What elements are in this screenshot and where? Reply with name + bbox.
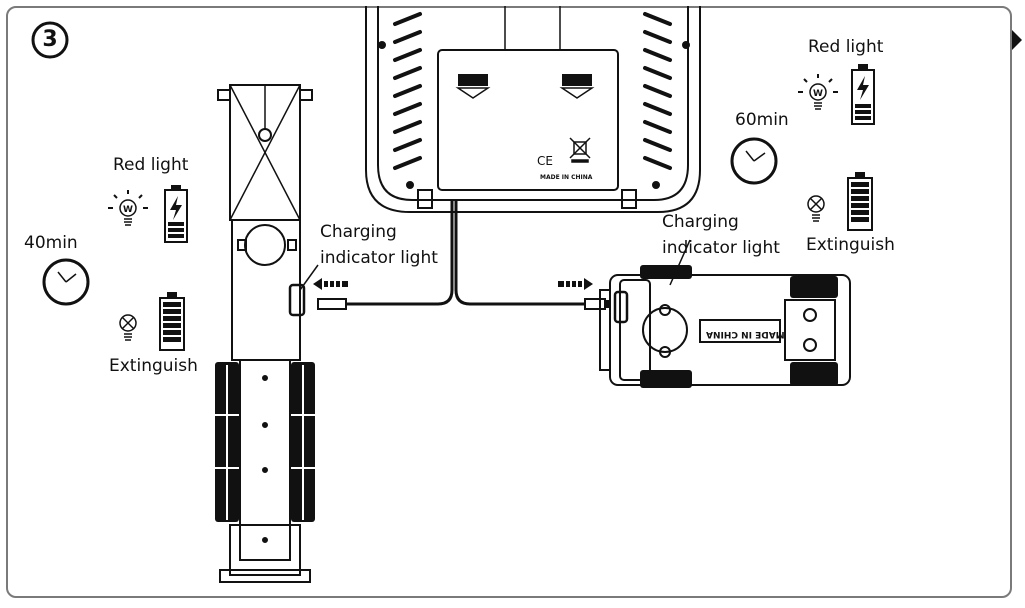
step-badge xyxy=(31,21,69,59)
right-indicator-callout-line1: Charging xyxy=(662,212,739,232)
step-number: 3 xyxy=(42,27,58,52)
arrow-right-icon xyxy=(558,278,593,290)
arrow-left-icon xyxy=(313,278,348,290)
callout-leaders xyxy=(299,239,691,291)
left-indicator-callout-line2: indicator light xyxy=(320,248,438,268)
vehicle-vertical xyxy=(217,84,313,583)
vehicle-vertical-tracks xyxy=(215,362,315,522)
battery-full-icon xyxy=(159,292,185,351)
light-bulb-on-icon xyxy=(798,74,838,110)
charging-cable xyxy=(317,200,610,310)
light-bulb-on-icon xyxy=(108,190,148,226)
left-charging-light-label: Red light xyxy=(113,155,189,175)
vehicle-vertical-track-gaps xyxy=(215,365,315,520)
right-done-light-label: Extinguish xyxy=(806,235,895,255)
clock-icon xyxy=(730,137,778,185)
battery-full-icon xyxy=(847,172,873,231)
left-time-label: 40min xyxy=(24,233,78,253)
clock-icon xyxy=(42,258,90,306)
vehicle-underside-text: MADE IN CHINA xyxy=(706,329,785,339)
left-done-light-label: Extinguish xyxy=(109,356,198,376)
right-time-label: 60min xyxy=(735,110,789,130)
right-charging-light-label: Red light xyxy=(808,37,884,57)
battery-charging-icon xyxy=(851,64,875,125)
page-corner-arrow-icon xyxy=(1012,30,1022,50)
controller-made-in-label: MADE IN CHINA xyxy=(540,174,593,181)
vehicle-horizontal-tracks xyxy=(640,265,838,388)
left-bulb-letter: W xyxy=(123,205,133,215)
light-bulb-off-icon xyxy=(807,195,825,222)
right-bulb-letter: W xyxy=(813,89,823,99)
light-bulb-off-icon xyxy=(119,314,137,341)
right-indicator-callout-line2: indicator light xyxy=(662,238,780,258)
weee-bin-icon xyxy=(569,137,591,163)
remote-controller xyxy=(365,6,701,213)
ce-mark: CE xyxy=(537,154,553,168)
battery-latch-left xyxy=(455,74,491,99)
left-indicator-callout-line1: Charging xyxy=(320,222,397,242)
battery-latch-right xyxy=(559,74,595,99)
battery-charging-icon xyxy=(164,185,188,243)
vehicle-horizontal xyxy=(599,274,851,386)
